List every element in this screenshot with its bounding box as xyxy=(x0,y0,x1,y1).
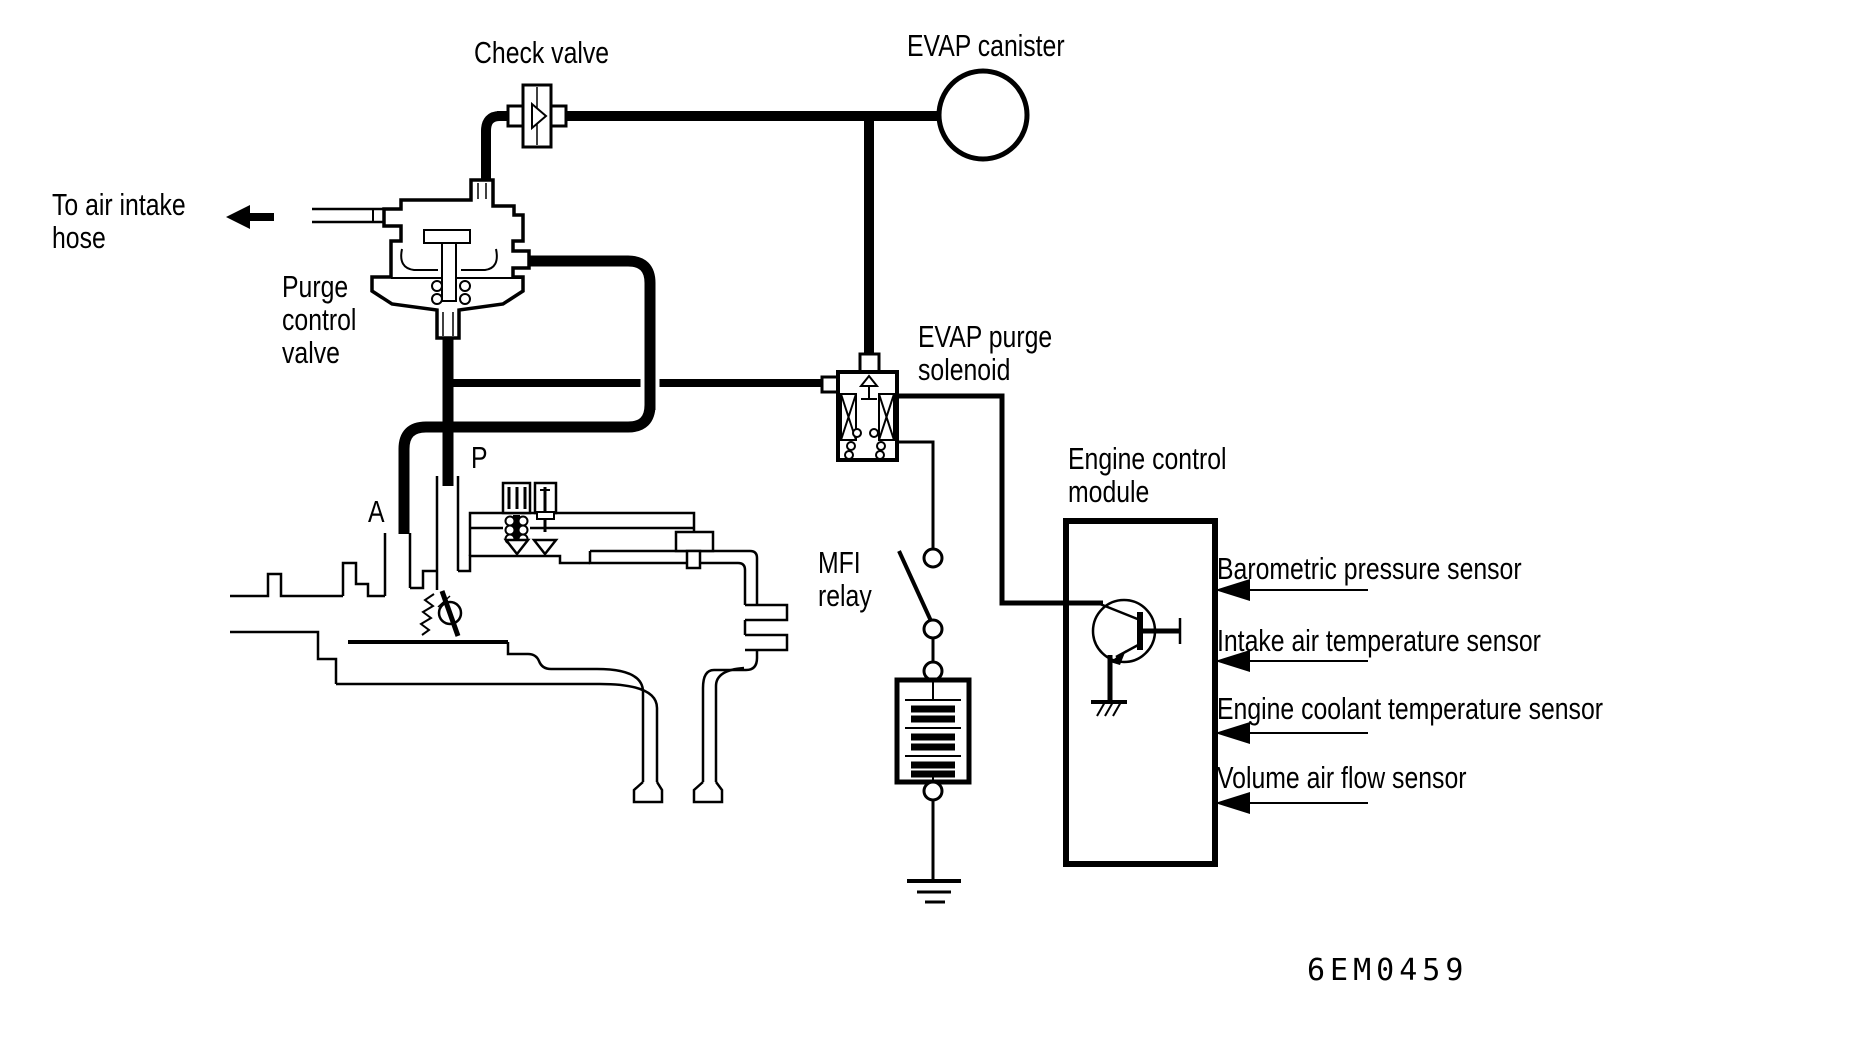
evap-purge-solenoid-label: EVAP purge solenoid xyxy=(918,319,1053,387)
sensor-label-coolant: Engine coolant temperature sensor xyxy=(1217,691,1604,726)
evap-canister-label: EVAP canister xyxy=(907,28,1065,63)
wire-solenoid-to-relay xyxy=(897,440,935,549)
throttle-body-symbol xyxy=(230,476,789,804)
evap-canister-symbol xyxy=(936,68,1030,162)
check-valve-flow-arrow-icon xyxy=(531,101,548,131)
flow-arrow-icon xyxy=(503,538,531,557)
sensor-input-arrow xyxy=(1215,579,1368,601)
mfi-relay-label: MFI relay xyxy=(818,545,872,613)
hose-checkvalve-to-purgevalve xyxy=(481,111,514,182)
runner-foot xyxy=(632,781,664,804)
sensor-label-barometric: Barometric pressure sensor xyxy=(1217,551,1522,586)
purge-control-valve-symbol xyxy=(370,178,531,340)
engine-control-module-label: Engine control module xyxy=(1068,441,1227,509)
port-a-label: A xyxy=(368,494,385,529)
evap-purge-solenoid-symbol xyxy=(820,352,899,462)
sensor-input-arrow xyxy=(1215,650,1368,672)
transistor-icon xyxy=(1091,598,1182,702)
flow-arrow-icon xyxy=(531,538,559,557)
throttle-port-p xyxy=(435,476,460,590)
relay-switch-blade xyxy=(897,550,933,622)
vacuum-hoses xyxy=(398,111,941,534)
relay-terminal xyxy=(922,660,944,682)
wire-solenoid-to-ecm xyxy=(897,393,1103,606)
relay-terminal xyxy=(922,780,944,802)
purge-control-valve-label: Purge control valve xyxy=(282,269,357,370)
runner-foot xyxy=(692,781,724,804)
check-valve-symbol xyxy=(506,83,568,149)
mfi-relay-symbol xyxy=(894,547,972,904)
throttle-plate xyxy=(419,590,463,637)
wires xyxy=(897,393,1103,606)
sensor-label-intake-air: Intake air temperature sensor xyxy=(1217,623,1541,658)
air-intake-pipe xyxy=(312,207,386,224)
sensor-input-arrow xyxy=(1215,792,1368,814)
hose-purge-to-a-upper xyxy=(520,255,656,410)
injector-assembly xyxy=(501,481,559,557)
relay-terminal xyxy=(922,618,944,640)
sensor-input-arrows xyxy=(1215,579,1368,814)
port-p-label: P xyxy=(471,440,488,475)
relay-terminal xyxy=(922,547,944,569)
ecm-box xyxy=(1063,518,1218,867)
air-intake-arrow-icon xyxy=(226,205,274,229)
top-fitting xyxy=(674,530,715,553)
throttle-port-a xyxy=(383,533,412,596)
chassis-ground-icon xyxy=(1091,700,1127,717)
figure-part-number: 6EM0459 xyxy=(1307,953,1469,988)
to-air-intake-hose-label: To air intake hose xyxy=(52,187,186,255)
check-valve-label: Check valve xyxy=(474,35,610,70)
hose-purge-to-a-lower xyxy=(398,404,656,534)
earth-ground-icon xyxy=(907,879,961,904)
sensor-label-airflow: Volume air flow sensor xyxy=(1217,760,1467,795)
sensor-input-arrow xyxy=(1215,722,1368,744)
